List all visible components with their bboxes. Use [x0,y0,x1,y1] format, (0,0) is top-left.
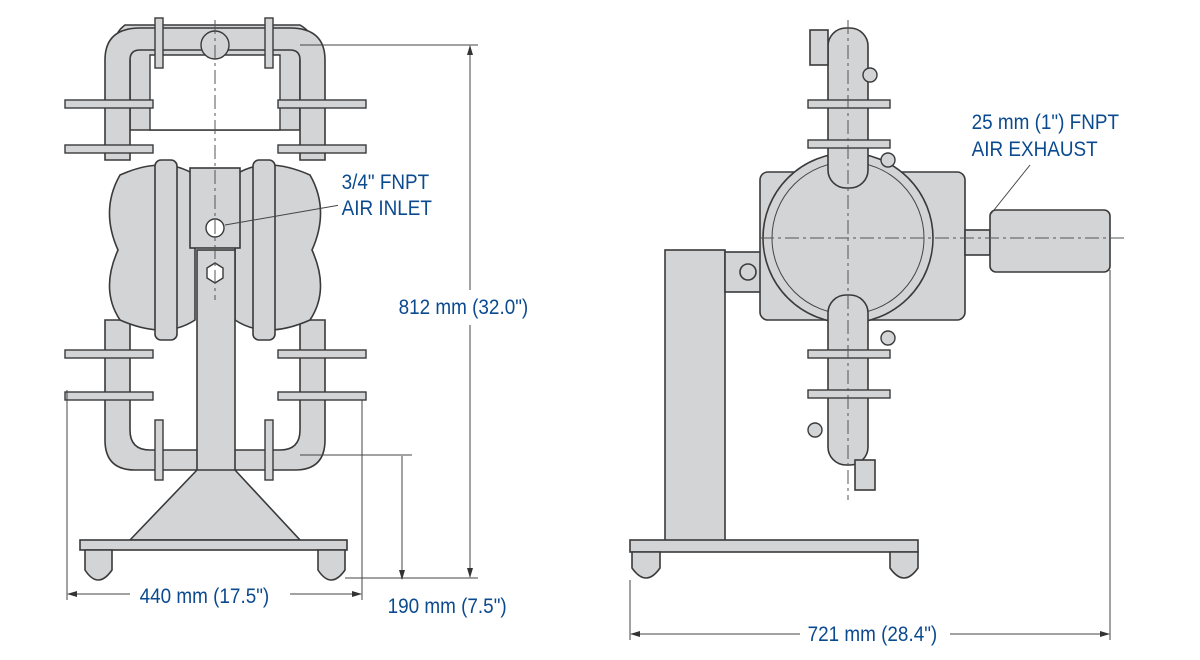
base-plate [79,539,348,551]
width-dimension-label: 440 mm (17.5") [136,584,273,610]
air-exhaust-label-line1: 25 mm (1") FNPT [968,110,1123,136]
base-plate-side [629,539,919,553]
stand-post-side [664,249,726,543]
air-inlet-label-line2: AIR INLET [338,196,436,222]
foot-right [317,549,346,581]
dimension-lines [66,44,1111,640]
depth-dimension-label: 721 mm (28.4") [804,622,941,648]
side-view-pump [629,20,1125,579]
foot-left [84,549,113,581]
left-chamber [108,164,196,331]
exhaust-muffler [989,209,1111,273]
air-inlet-label-line1: 3/4" FNPT [338,170,433,196]
air-exhaust-label-line2: AIR EXHAUST [968,137,1102,163]
inlet-height-dimension-label: 190 mm (7.5") [384,594,511,620]
front-view-pump [64,17,367,581]
right-chamber [234,164,322,331]
height-dimension-label: 812 mm (32.0") [395,295,532,321]
